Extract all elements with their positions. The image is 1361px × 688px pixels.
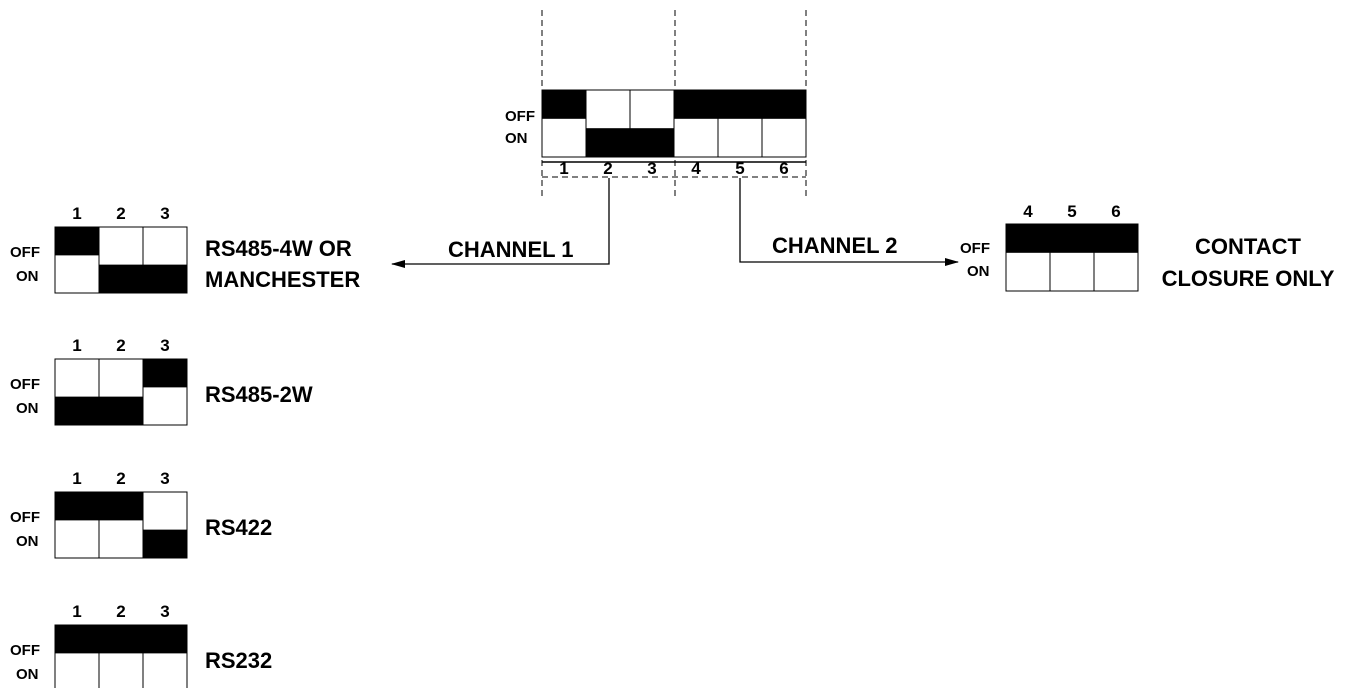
config-off-label: OFF [10,244,40,261]
main-position-number: 3 [647,159,656,178]
config-position-number: 1 [72,602,81,621]
config-switch-3-actuator-2 [99,492,143,521]
config-on-label: ON [16,666,39,683]
config-switch-4-actuator-3 [143,625,187,654]
contact-closure-position-number: 4 [1023,202,1033,221]
config-position-number: 3 [160,469,169,488]
config-position-number: 1 [72,469,81,488]
config-position-number: 1 [72,204,81,223]
main-off-label: OFF [505,108,535,125]
config-position-number: 3 [160,602,169,621]
config-switch-3-actuator-1 [55,492,99,521]
config-switch-3-actuator-3 [143,529,187,558]
config-switch-2-actuator-1 [55,396,99,425]
main-on-label: ON [505,130,528,147]
config-off-label: OFF [10,376,40,393]
config-caption-line2: MANCHESTER [205,267,360,292]
contact-closure-position-number: 6 [1111,202,1120,221]
config-caption-line1: RS232 [205,648,272,673]
channel-1-label: CHANNEL 1 [448,237,574,262]
config-on-label: ON [16,533,39,550]
channel-2-connector [739,178,959,266]
contact-closure-switch: 4 5 6 [1005,202,1139,292]
config-switch-1-actuator-1 [55,227,99,256]
config-switch-4-actuator-2 [99,625,143,654]
contact-closure-position-number: 5 [1067,202,1076,221]
config-caption-line1: RS422 [205,515,272,540]
channel-2-label: CHANNEL 2 [772,233,898,258]
main-switch-actuator-1 [542,90,586,119]
config-switch-1-actuator-3 [143,264,187,293]
main-position-number: 5 [735,159,744,178]
main-position-number: 2 [603,159,612,178]
config-position-number: 3 [160,204,169,223]
main-dip-switch [541,89,807,158]
contact-closure-switch-actuator-1 [1006,224,1050,253]
config-on-label: ON [16,268,39,285]
config-caption-line1: RS485-4W OR [205,236,352,261]
config-switch-1-actuator-2 [99,264,143,293]
main-position-number: 1 [559,159,568,178]
contact-closure-on-label: ON [967,263,990,280]
config-switch-4-actuator-1 [55,625,99,654]
main-position-numbers: 1 2 3 4 5 6 [559,159,788,178]
main-switch-actuator-3 [630,128,674,157]
config-switch-2-actuator-2 [99,396,143,425]
contact-closure-caption-line1: CONTACT [1195,234,1301,259]
main-switch-actuator-4 [674,90,718,119]
channel-1-arrow [391,178,610,268]
contact-closure-off-label: OFF [960,240,990,257]
main-switch-actuator-6 [762,90,806,119]
config-on-label: ON [16,400,39,417]
config-position-number: 2 [116,469,125,488]
config-caption-line1: RS485-2W [205,382,313,407]
config-off-label: OFF [10,509,40,526]
main-switch-actuator-2 [586,128,630,157]
config-position-number: 2 [116,336,125,355]
config-position-number: 1 [72,336,81,355]
config-off-label: OFF [10,642,40,659]
channel-2-arrow [739,178,959,266]
main-position-number: 6 [779,159,788,178]
config-position-number: 2 [116,204,125,223]
config-position-number: 3 [160,336,169,355]
contact-closure-switch-actuator-2 [1050,224,1094,253]
main-position-number: 4 [691,159,701,178]
config-switch-2-actuator-3 [143,359,187,388]
contact-closure-caption-line2: CLOSURE ONLY [1162,266,1335,291]
main-switch-actuator-5 [718,90,762,119]
contact-closure-switch-actuator-3 [1094,224,1138,253]
channel-1-connector [391,178,610,268]
config-position-number: 2 [116,602,125,621]
